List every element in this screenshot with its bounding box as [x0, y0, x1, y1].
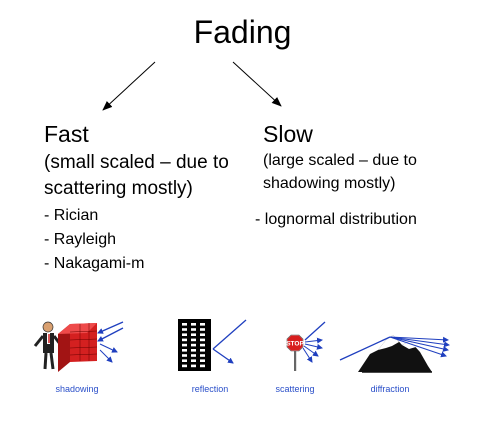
fast-heading: Fast [44, 121, 89, 147]
slow-item-lognormal: - lognormal distribution [255, 211, 417, 228]
slow-subtitle-line-1: (large scaled – due to [263, 152, 417, 169]
shadowing-illustration [33, 321, 124, 372]
building-window [191, 359, 196, 362]
slow-heading: Slow [263, 121, 313, 147]
building-window [200, 359, 205, 362]
caption-reflection: reflection [191, 384, 229, 394]
shadowing-rays [97, 321, 124, 363]
mountain-icon [358, 335, 432, 373]
building-window [200, 349, 205, 352]
caption-shadowing: shadowing [55, 384, 99, 394]
building-window [200, 343, 205, 347]
building-window [191, 328, 196, 331]
arrow-to-fast [102, 61, 156, 111]
person-icon [33, 321, 62, 370]
building-window [182, 343, 187, 347]
building-window [182, 338, 187, 342]
scattering-rays [302, 321, 326, 363]
building-window [191, 364, 196, 368]
caption-scattering: scattering [275, 384, 315, 394]
stop-sign-icon: STOP [286, 334, 304, 371]
building-window [191, 338, 196, 342]
building-window [182, 349, 187, 352]
building-window [191, 349, 196, 352]
slow-subtitle-line-2: shadowing mostly) [263, 175, 396, 192]
building-icon [178, 319, 211, 371]
building-window [182, 364, 187, 368]
building-window [191, 323, 196, 326]
building-window [182, 333, 187, 336]
caption-diffraction: diffraction [370, 384, 410, 394]
building-window [182, 323, 187, 326]
reflection-illustration [178, 319, 247, 371]
fast-subtitle-line-2: scattering mostly) [44, 178, 193, 199]
building-window [182, 359, 187, 362]
building-window [200, 323, 205, 326]
building-window [191, 343, 196, 347]
arrow-to-slow [232, 61, 282, 107]
fast-item-nakagami: - Nakagami-m [44, 255, 145, 272]
building-window [191, 333, 196, 336]
building-window [191, 354, 196, 357]
building-window [200, 333, 205, 336]
reflection-rays [212, 319, 247, 364]
fast-subtitle-line-1: (small scaled – due to [44, 152, 229, 173]
diagram-title: Fading [193, 14, 292, 50]
stop-sign-label: STOP [286, 341, 304, 348]
building-window [182, 354, 187, 357]
building-window [200, 338, 205, 342]
building-window [182, 328, 187, 331]
fast-item-rayleigh: - Rayleigh [44, 231, 117, 248]
brick-wall-icon [58, 323, 98, 372]
building-window [200, 328, 205, 331]
fast-item-rician: - Rician [44, 207, 99, 224]
scattering-illustration: STOP [286, 321, 326, 371]
diffraction-illustration [339, 335, 450, 373]
building-window [200, 354, 205, 357]
diffraction-rays [339, 336, 450, 361]
building-window [200, 364, 205, 368]
